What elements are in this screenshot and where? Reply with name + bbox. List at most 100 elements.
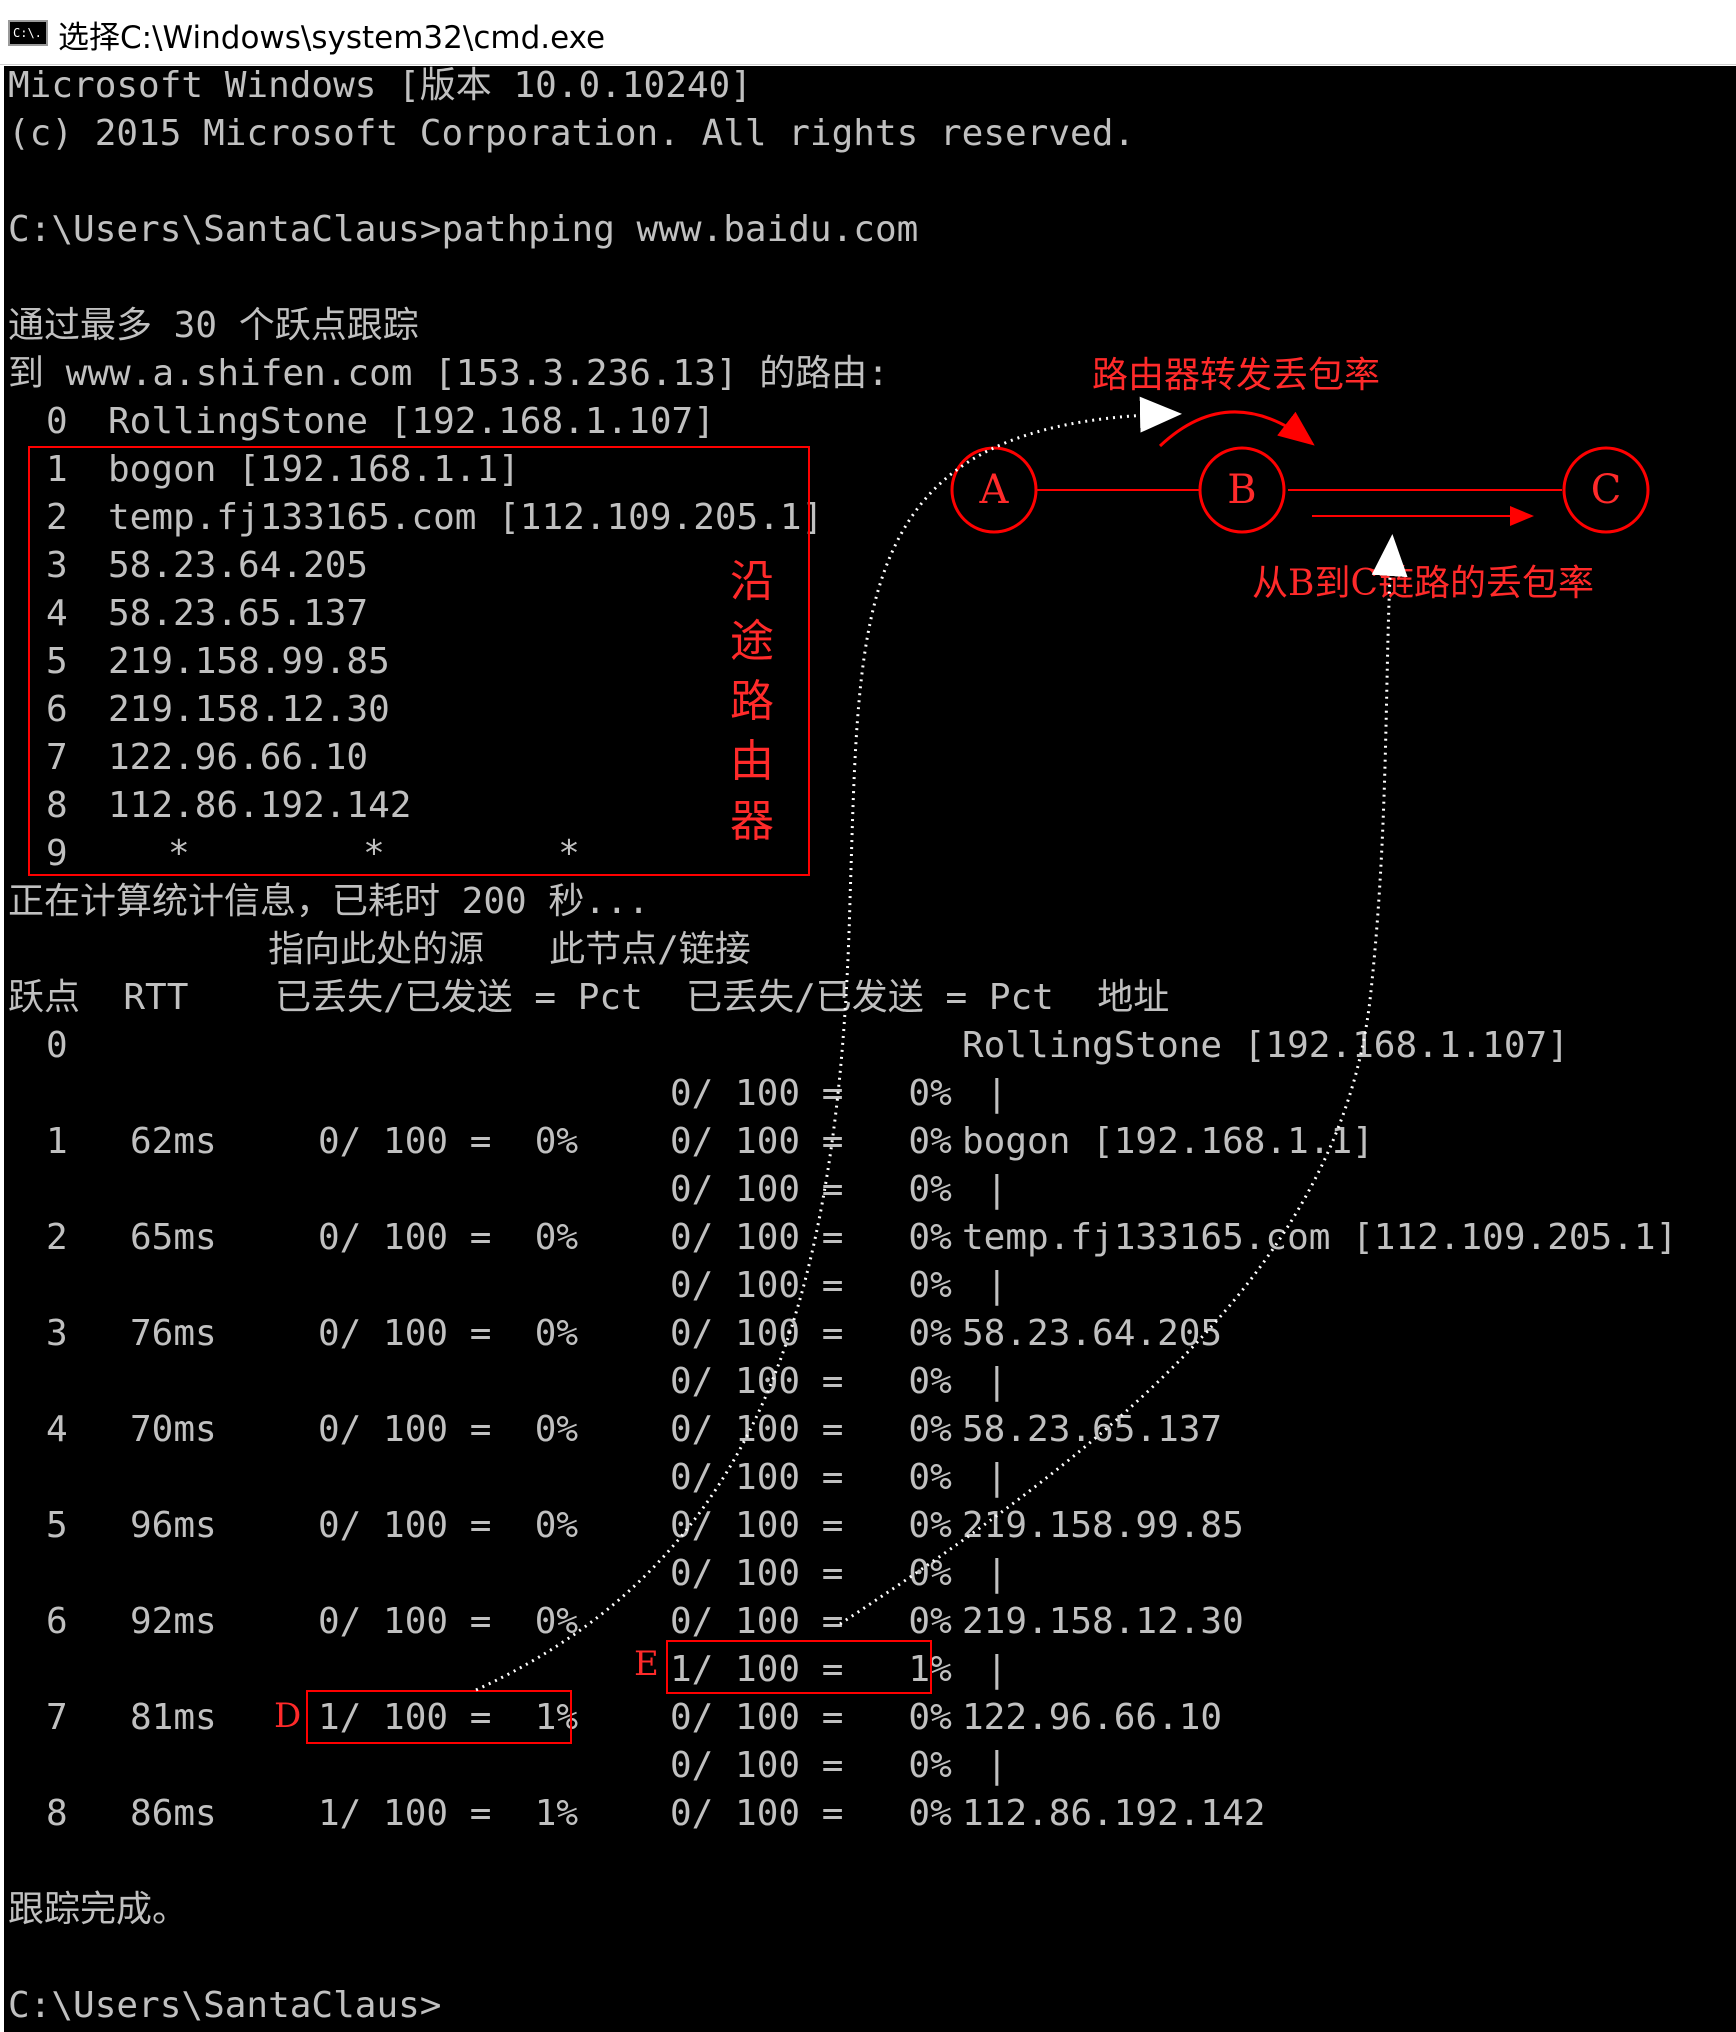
stats-hop: 1: [46, 1121, 68, 1162]
route-hop-host: 58.23.65.137: [108, 593, 369, 634]
console-output[interactable]: Microsoft Windows [版本 10.0.10240] (c) 20…: [4, 66, 1736, 2032]
route-hop-number: 2: [46, 497, 68, 538]
stats-address: |: [986, 1169, 1008, 1210]
stats-address: bogon [192.168.1.1]: [962, 1121, 1374, 1162]
stats-rtt: 86ms: [130, 1793, 217, 1834]
route-hop-number: 1: [46, 449, 68, 490]
stats-hop: 4: [46, 1409, 68, 1450]
stats-address: 58.23.65.137: [962, 1409, 1223, 1450]
node-b: B: [1198, 446, 1286, 534]
stats-address: 219.158.12.30: [962, 1601, 1244, 1642]
stats-source-loss: 1/ 100 = 1%: [318, 1793, 579, 1834]
route-hop-number: 4: [46, 593, 68, 634]
link-loss-label: 从B到C链路的丢包率: [1252, 563, 1595, 604]
stats-address: 58.23.64.205: [962, 1313, 1223, 1354]
route-hop-host: * * *: [168, 833, 580, 874]
stats-rtt: 96ms: [130, 1505, 217, 1546]
stats-address: |: [986, 1745, 1008, 1786]
stats-hop: 3: [46, 1313, 68, 1354]
route-hop-host: 112.86.192.142: [108, 785, 412, 826]
stats-hop: 2: [46, 1217, 68, 1258]
stats-address: RollingStone [192.168.1.107]: [962, 1025, 1569, 1066]
stats-header: 跃点 RTT 已丢失/已发送 = Pct 已丢失/已发送 = Pct 地址: [8, 977, 1170, 1018]
stats-hop: 5: [46, 1505, 68, 1546]
stats-address: 219.158.99.85: [962, 1505, 1244, 1546]
stats-header: 指向此处的源 此节点/链接: [8, 929, 751, 970]
stats-hop: 7: [46, 1697, 68, 1738]
route-hop-number: 9: [46, 833, 68, 874]
stats-node-loss: 0/ 100 = 0%: [670, 1745, 952, 1786]
stats-address: |: [986, 1553, 1008, 1594]
stats-rtt: 62ms: [130, 1121, 217, 1162]
route-hop-host: bogon [192.168.1.1]: [108, 449, 520, 490]
trace-complete: 跟踪完成。: [8, 1889, 189, 1930]
route-hop-number: 0: [46, 401, 68, 442]
route-hop-host: 122.96.66.10: [108, 737, 369, 778]
stats-node-loss: 0/ 100 = 0%: [670, 1409, 952, 1450]
route-hop-number: 7: [46, 737, 68, 778]
stats-node-loss: 0/ 100 = 0%: [670, 1361, 952, 1402]
stats-node-loss: 0/ 100 = 0%: [670, 1793, 952, 1834]
stats-hop: 0: [46, 1025, 68, 1066]
route-hop-host: temp.fj133165.com [112.109.205.1]: [108, 497, 824, 538]
stats-source-loss: 0/ 100 = 0%: [318, 1217, 579, 1258]
stats-address: 122.96.66.10: [962, 1697, 1223, 1738]
console-line: (c) 2015 Microsoft Corporation. All righ…: [8, 113, 1136, 154]
stats-node-loss: 0/ 100 = 0%: [670, 1553, 952, 1594]
stats-source-loss: 0/ 100 = 0%: [318, 1505, 579, 1546]
forward-loss-label: 路由器转发丢包率: [1092, 355, 1381, 396]
stats-node-loss: 0/ 100 = 0%: [670, 1505, 952, 1546]
svg-text:B: B: [1227, 467, 1256, 513]
stats-node-loss: 0/ 100 = 0%: [670, 1697, 952, 1738]
source-loss-highlight-d: [306, 1690, 572, 1744]
stats-node-loss: 0/ 100 = 0%: [670, 1601, 952, 1642]
stats-node-loss: 0/ 100 = 0%: [670, 1121, 952, 1162]
dotted-arrow-d-to-forward: [475, 396, 1182, 1692]
svg-text:A: A: [979, 467, 1010, 513]
console-line: C:\Users\SantaClaus>pathping www.baidu.c…: [8, 209, 919, 250]
mark-d: D: [274, 1696, 302, 1736]
stats-rtt: 81ms: [130, 1697, 217, 1738]
dotted-arrow-e-to-link: [839, 534, 1408, 1626]
stats-source-loss: 0/ 100 = 0%: [318, 1409, 579, 1450]
stats-node-loss: 0/ 100 = 0%: [670, 1169, 952, 1210]
svg-text:C: C: [1591, 467, 1622, 513]
stats-source-loss: 0/ 100 = 0%: [318, 1313, 579, 1354]
stats-hop: 8: [46, 1793, 68, 1834]
route-hop-host: 219.158.12.30: [108, 689, 390, 730]
stats-rtt: 76ms: [130, 1313, 217, 1354]
route-hop-host: 58.23.64.205: [108, 545, 369, 586]
command-prompt[interactable]: C:\Users\SantaClaus>: [8, 1985, 442, 2026]
window-title: 选择C:\Windows\system32\cmd.exe: [58, 20, 606, 56]
stats-node-loss: 0/ 100 = 0%: [670, 1073, 952, 1114]
stats-source-loss: 0/ 100 = 0%: [318, 1121, 579, 1162]
routers-highlight-box: [28, 446, 810, 876]
stats-hop: 6: [46, 1601, 68, 1642]
stats-address: |: [986, 1361, 1008, 1402]
link-loss-highlight-e: [666, 1640, 932, 1694]
route-hop-number: 6: [46, 689, 68, 730]
title-bar[interactable]: C:\. 选择C:\Windows\system32\cmd.exe: [0, 0, 1736, 65]
stats-node-loss: 0/ 100 = 0%: [670, 1457, 952, 1498]
forward-loss-arrow: [1158, 410, 1315, 448]
route-hop-number: 3: [46, 545, 68, 586]
mark-e: E: [634, 1644, 659, 1684]
console-line: 通过最多 30 个跃点跟踪: [8, 305, 419, 346]
route-hop-number: 8: [46, 785, 68, 826]
console-line: 到 www.a.shifen.com [153.3.236.13] 的路由:: [8, 353, 889, 394]
stats-address: |: [986, 1649, 1008, 1690]
stats-address: temp.fj133165.com [112.109.205.1]: [962, 1217, 1678, 1258]
node-c: C: [1562, 446, 1650, 534]
stats-node-loss: 0/ 100 = 0%: [670, 1265, 952, 1306]
console-line: Microsoft Windows [版本 10.0.10240]: [8, 65, 752, 106]
routers-label: 沿途路由器: [730, 556, 774, 847]
computing-status: 正在计算统计信息，已耗时 200 秒...: [8, 881, 650, 922]
cmd-app-icon[interactable]: C:\.: [8, 20, 48, 46]
route-hop-host: RollingStone [192.168.1.107]: [108, 401, 715, 442]
stats-address: |: [986, 1073, 1008, 1114]
route-hop-host: 219.158.99.85: [108, 641, 390, 682]
stats-source-loss: 0/ 100 = 0%: [318, 1601, 579, 1642]
stats-address: 112.86.192.142: [962, 1793, 1266, 1834]
stats-address: |: [986, 1457, 1008, 1498]
